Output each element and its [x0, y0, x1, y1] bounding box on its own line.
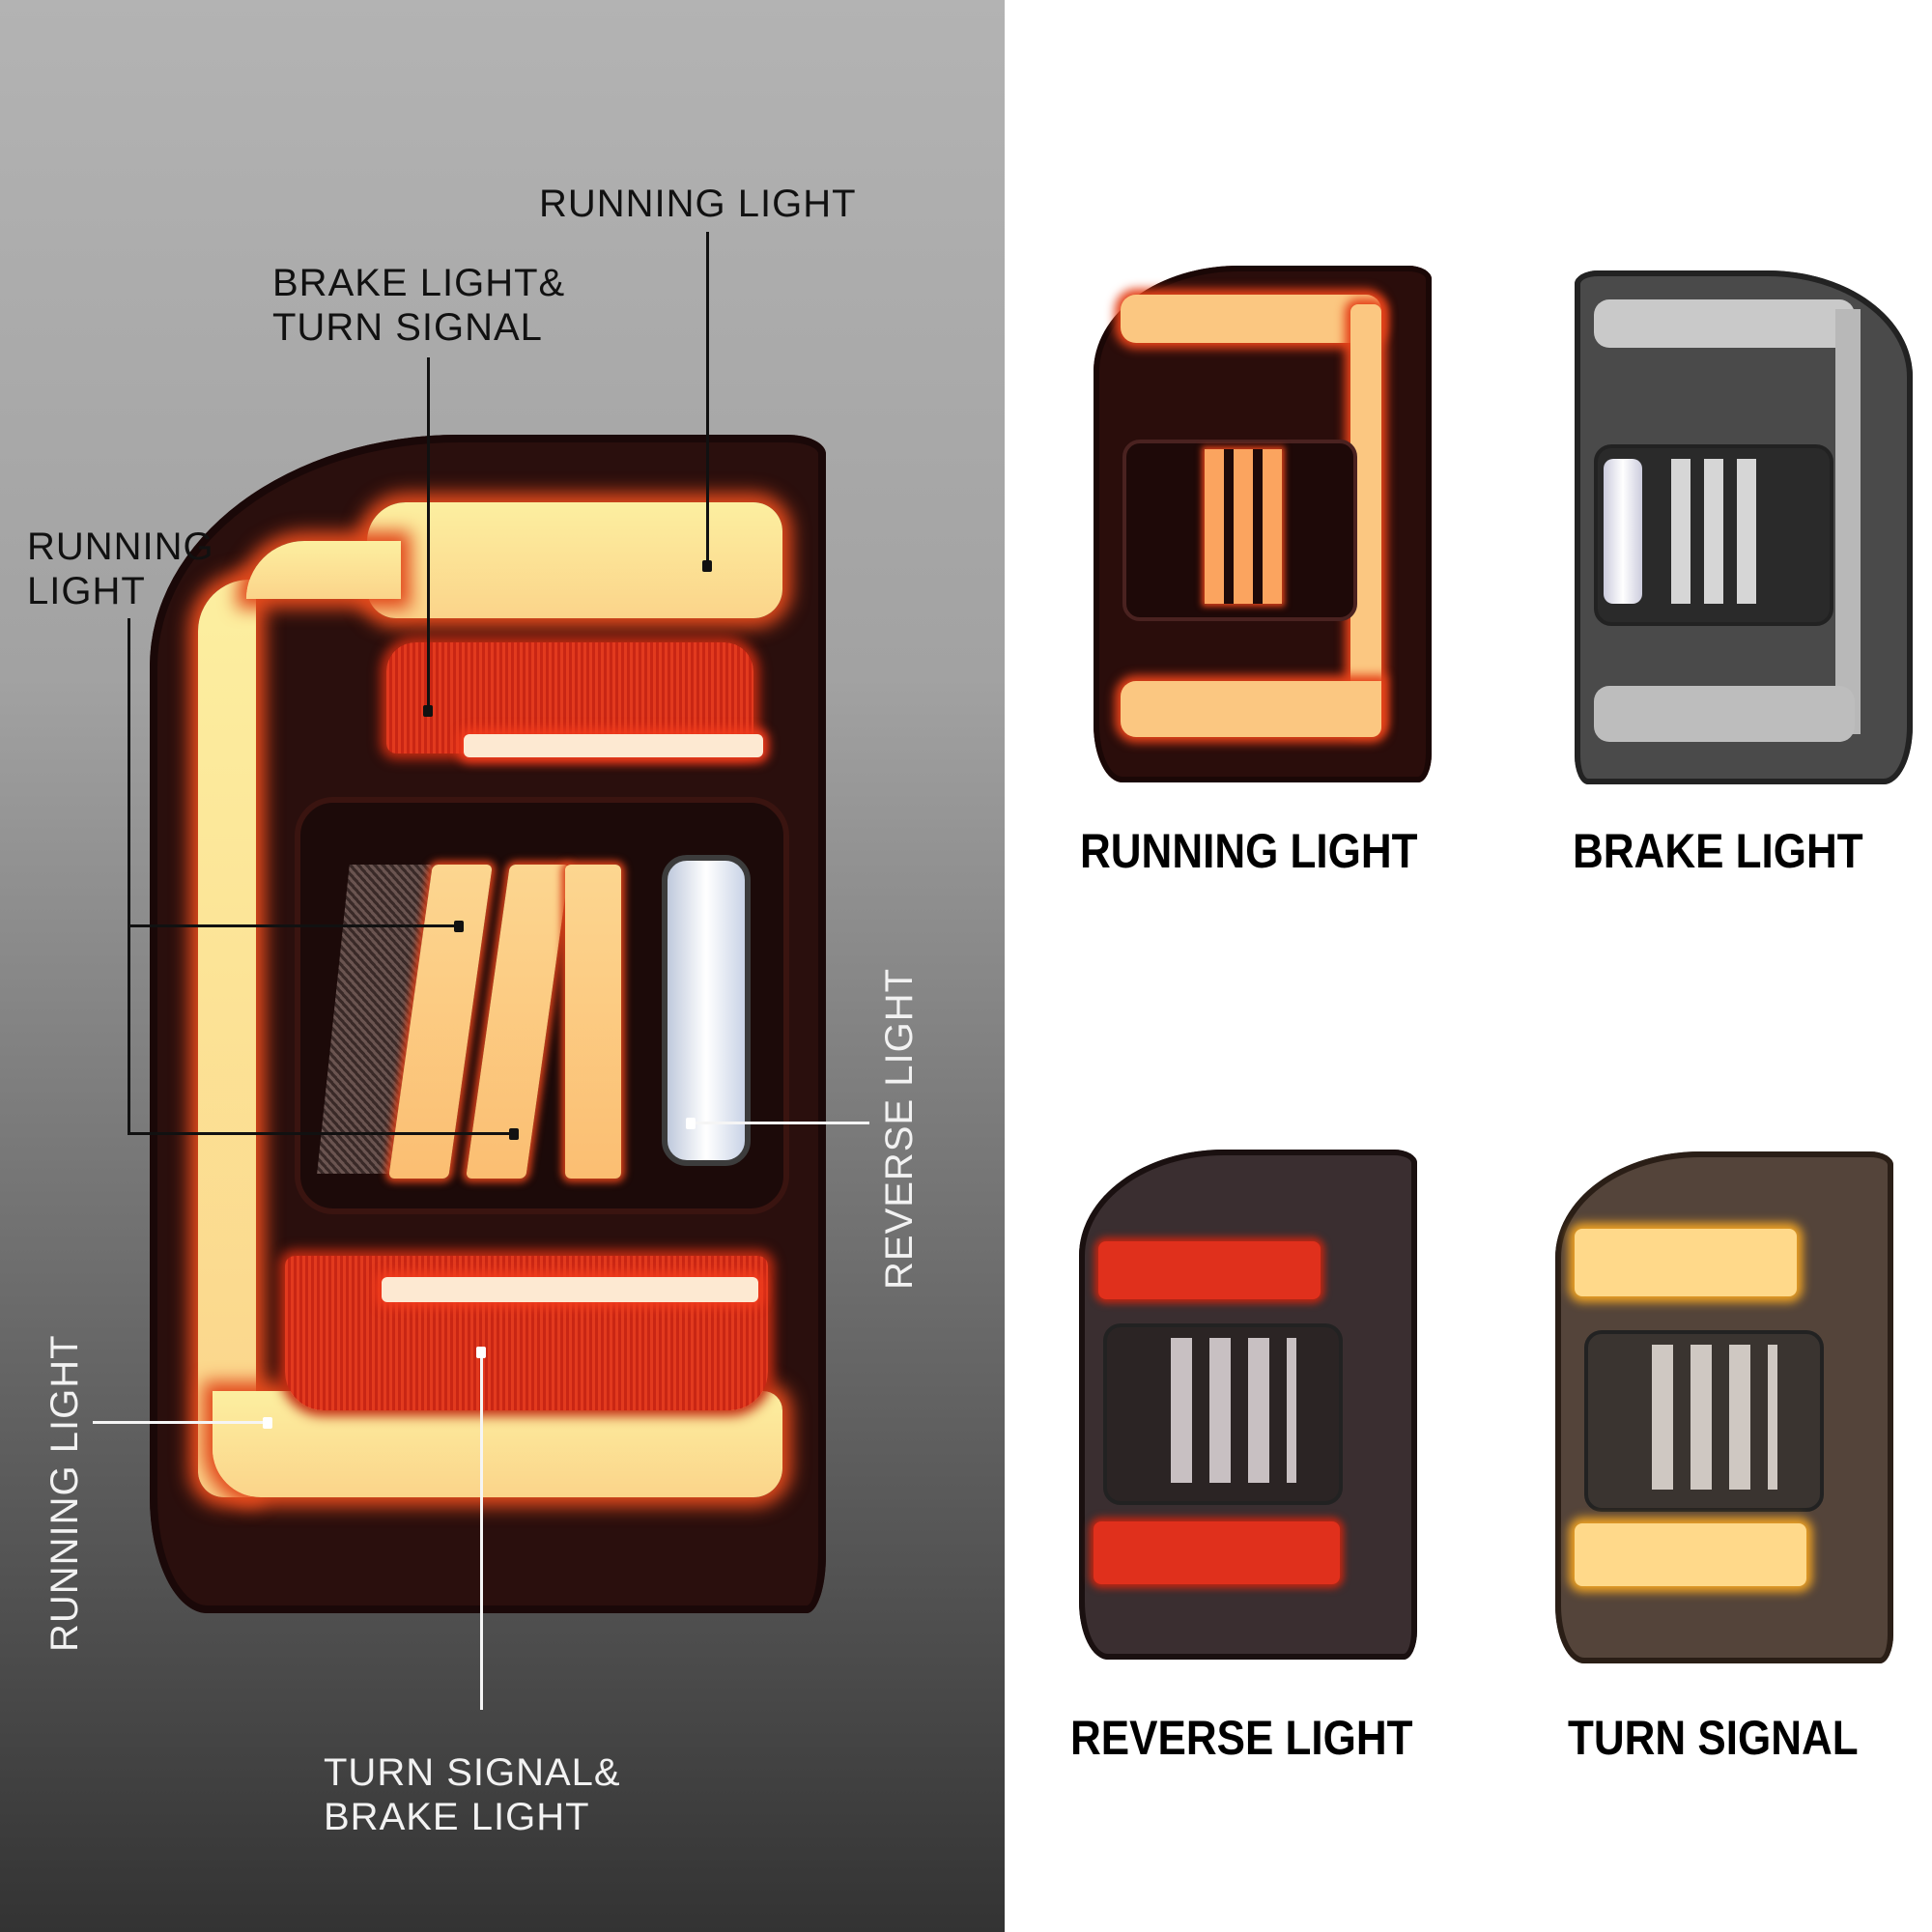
running-glow-top — [1121, 295, 1381, 343]
label-reverse-light: REVERSE LIGHT — [878, 967, 921, 1290]
leader-dot-running-bar-lower — [509, 1128, 519, 1140]
turn-lower-amber — [1575, 1523, 1806, 1586]
leader-dot-reverse — [686, 1118, 696, 1129]
brake-bars — [1671, 459, 1768, 604]
leader-line-turn-brake-bottom — [480, 1348, 483, 1710]
leader-dot-running-top — [702, 560, 712, 572]
annotated-lamp-panel: RUNNING LIGHT BRAKE LIGHT& TURN SIGNAL R… — [0, 0, 1005, 1932]
reverse-lower-red — [1094, 1521, 1340, 1584]
leader-dot-brake-turn — [423, 705, 433, 717]
running-light-upper-arc — [246, 541, 401, 599]
turn-upper-amber — [1575, 1229, 1797, 1296]
reverse-bars — [1171, 1338, 1296, 1483]
brake-clear-band-side — [1835, 309, 1861, 734]
running-bar-3 — [565, 865, 621, 1179]
leader-dot-running-bottom — [263, 1417, 272, 1429]
leader-line-running-left-vertical — [128, 618, 130, 1135]
leader-line-reverse — [691, 1122, 869, 1124]
leader-line-brake-turn — [427, 357, 430, 710]
running-light-side-glow — [198, 580, 256, 1497]
mode-label-running: RUNNING LIGHT — [1080, 824, 1418, 878]
thumb-turn-signal — [1555, 1151, 1893, 1663]
label-running-light-left: RUNNING LIGHT — [27, 526, 214, 612]
turn-bars — [1652, 1345, 1777, 1490]
label-running-light-top: RUNNING LIGHT — [539, 183, 857, 225]
thumb-reverse-light — [1079, 1150, 1417, 1660]
leader-line-running-top — [706, 232, 709, 565]
upper-brake-strip — [464, 734, 763, 757]
brake-reverse-lens — [1604, 459, 1642, 604]
leader-line-running-left-lower — [128, 1132, 514, 1135]
reverse-upper-red — [1098, 1241, 1321, 1299]
running-light-top-glow — [367, 502, 782, 618]
brake-clear-band-bottom — [1594, 686, 1855, 742]
leader-line-running-bottom — [93, 1421, 267, 1424]
reverse-light-lens — [662, 855, 751, 1166]
running-glow-bottom — [1121, 681, 1381, 737]
mode-label-brake: BRAKE LIGHT — [1573, 824, 1863, 878]
running-bars — [1205, 449, 1282, 604]
mode-label-turn: TURN SIGNAL — [1568, 1711, 1859, 1765]
brake-clear-band-top — [1594, 299, 1855, 348]
label-turn-brake-bottom: TURN SIGNAL& BRAKE LIGHT — [324, 1751, 621, 1838]
lower-brake-strip — [382, 1277, 758, 1302]
leader-dot-turn-brake-bottom — [476, 1347, 486, 1358]
mode-label-reverse: REVERSE LIGHT — [1070, 1711, 1413, 1765]
thumb-running-light — [1094, 266, 1432, 782]
thumb-brake-light — [1575, 270, 1913, 784]
leader-line-running-left-upper — [128, 924, 461, 927]
leader-dot-running-bar-upper — [454, 921, 464, 932]
label-brake-turn-top: BRAKE LIGHT& TURN SIGNAL — [272, 262, 566, 349]
label-running-light-vertical: RUNNING LIGHT — [43, 1334, 86, 1652]
